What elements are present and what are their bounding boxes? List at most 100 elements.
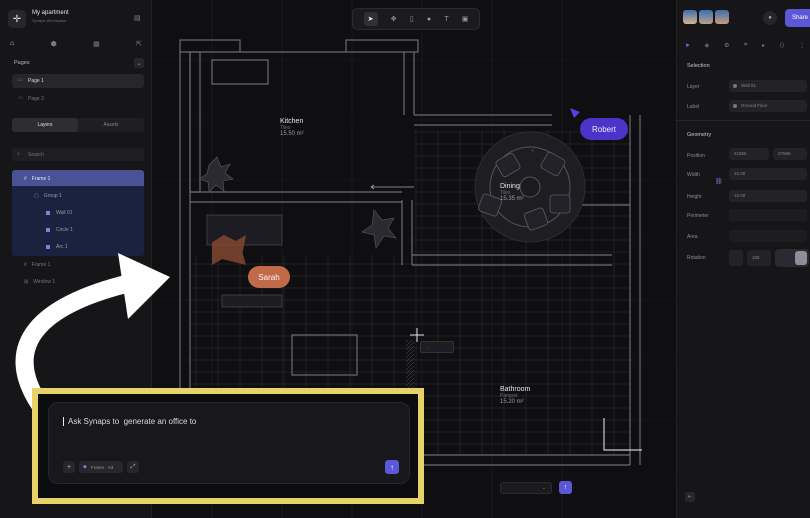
add-attachment-button[interactable]: + <box>63 461 75 473</box>
room-area: 15.20 m² <box>500 399 524 405</box>
label-value: Ground Floor <box>741 103 768 108</box>
label-field[interactable]: Ground Floor <box>729 100 807 112</box>
home-icon[interactable]: ⌂ <box>10 40 15 47</box>
canvas-tooltip: ... <box>420 341 454 353</box>
tab-layers[interactable]: Layers <box>12 118 78 132</box>
rotation-dial[interactable] <box>775 249 809 267</box>
prompt-input[interactable]: Ask Synaps to generate an office to <box>68 417 197 426</box>
text-caret <box>63 417 64 426</box>
search-input[interactable]: Search <box>28 152 44 158</box>
prototype-tab-icon[interactable]: ▸ <box>762 43 766 49</box>
cursor-tab-icon[interactable]: ➤ <box>685 43 691 49</box>
crop-tab-icon[interactable]: ⌗ <box>743 42 748 48</box>
layer-row[interactable]: Circle 1 <box>12 221 144 238</box>
pages-collapse-icon[interactable]: ⌄ <box>134 58 144 68</box>
tab-assets[interactable]: Assets <box>78 118 144 132</box>
centerpiece <box>519 176 541 198</box>
layer-label: Wall 01 <box>56 209 73 216</box>
chat-button[interactable]: ● <box>763 11 777 25</box>
panel-footer-icon[interactable]: ⇤ <box>685 492 695 502</box>
paint-tab-icon[interactable]: ◈ <box>704 43 710 49</box>
page-item-2[interactable]: ▭ Page 2 <box>12 92 144 106</box>
grid-icon[interactable]: ▦ <box>93 41 100 48</box>
layer-row[interactable]: Arc 1 <box>12 238 144 255</box>
layer-row[interactable]: Wall 01 <box>12 204 144 221</box>
area-field[interactable] <box>729 230 807 242</box>
page-label: Page 1 <box>28 78 44 84</box>
arrow-up-icon: ↑ <box>563 484 568 491</box>
more-icon[interactable]: ⋮ <box>798 43 805 49</box>
export-icon[interactable]: ⇱ <box>136 41 142 48</box>
layer-row[interactable]: # Frame 1 <box>12 170 144 187</box>
geometry-heading: Geometry <box>687 132 712 138</box>
position-y-value: 27665 <box>778 151 791 156</box>
perimeter-field[interactable] <box>729 209 807 221</box>
layer-label: Window 1 <box>33 278 56 285</box>
chevron-down-icon: ⌄ <box>541 485 546 491</box>
project-name[interactable]: My apartment <box>32 10 69 16</box>
arrow-icon <box>370 184 375 190</box>
app-menu-button[interactable]: ✛ <box>8 10 26 28</box>
panel-icon-tabs: ➤ ◈ ⚙ ⌗ ▸ ⟨⟩ ⋮ <box>685 42 805 49</box>
project-info: My apartment Synaps Workspace <box>32 10 69 23</box>
pointer-tool[interactable]: ➤ <box>363 12 378 26</box>
components-icon[interactable]: ⬢ <box>50 41 57 48</box>
dial-handle[interactable] <box>795 251 807 265</box>
upload-button[interactable]: ↑ <box>559 481 572 494</box>
expand-button[interactable]: ⤢ <box>127 461 139 473</box>
frame-tool-icon[interactable]: ▯ <box>409 16 414 23</box>
sidebar-toggle-icon[interactable]: ▤ <box>134 15 141 22</box>
share-label: Share <box>791 15 808 21</box>
width-value: 10.00 <box>734 171 746 176</box>
layer-type-icon <box>733 84 737 88</box>
area-label: Area <box>687 234 698 240</box>
room-area: 15.35 m² <box>500 196 524 202</box>
layer-row-frame-selected[interactable] <box>12 170 144 186</box>
code-tab-icon[interactable]: ⟨⟩ <box>779 43 785 49</box>
arrow-head-icon <box>118 253 170 319</box>
robert-cursor-icon <box>570 108 580 118</box>
zoom-select[interactable]: ⌄ <box>500 482 552 494</box>
collaborator-sarah: Sarah <box>248 266 290 288</box>
position-y-field[interactable]: 27665 <box>773 148 807 160</box>
share-button[interactable]: Share <box>785 9 810 27</box>
layers-assets-tabs: Layers Assets <box>12 118 144 132</box>
chat-icon: ● <box>768 15 772 21</box>
height-field[interactable]: 10.00 <box>729 190 807 202</box>
layer-field[interactable]: Wall 01 <box>729 80 807 92</box>
layer-search[interactable]: ⌕ Search <box>12 148 144 161</box>
avatar[interactable] <box>715 10 729 24</box>
settings-tab-icon[interactable]: ⚙ <box>723 43 730 49</box>
layer-row[interactable]: ▢ Group 1 <box>12 187 144 204</box>
ai-prompt-box[interactable]: Ask Synaps to generate an office to + ◆ … <box>48 402 410 484</box>
room-dining[interactable]: Dining Tiles 15.35 m² <box>500 183 524 202</box>
move-tool-icon[interactable]: ✥ <box>390 16 397 23</box>
rotation-label: Rotation <box>687 255 706 261</box>
room-kitchen[interactable]: Kitchen Tiles 15.50 m² <box>280 118 304 137</box>
room-floor-type: Parquet <box>500 393 518 399</box>
avatar[interactable] <box>699 10 713 24</box>
image-tool-icon[interactable]: ▣ <box>461 16 469 23</box>
rotation-field[interactable]: 100 <box>747 250 771 266</box>
text-tool-icon[interactable]: T <box>444 15 449 23</box>
height-value: 10.00 <box>734 193 746 198</box>
layer-label: Frame 1 <box>31 175 51 182</box>
layer-row[interactable]: ⊞ Window 1 <box>12 273 144 290</box>
avatar[interactable] <box>683 10 697 24</box>
width-field[interactable]: 10.00 <box>729 168 807 180</box>
rotation-value: 100 <box>752 255 760 260</box>
context-chip[interactable]: ◆ Frame · A3 <box>79 461 123 473</box>
page-item-1[interactable]: ▭ Page 1 <box>12 74 144 88</box>
send-button[interactable]: ↑ <box>385 460 399 474</box>
layer-row[interactable]: # Frame 1 <box>12 256 144 273</box>
circle-icon <box>46 227 50 232</box>
position-x-field[interactable]: 21556 <box>729 148 769 160</box>
link-dimensions-icon[interactable]: ⛓ <box>715 179 723 185</box>
shape-tool-icon[interactable]: ● <box>426 15 432 23</box>
room-bathroom[interactable]: Bathroom Parquet 15.20 m² <box>500 386 530 405</box>
canvas[interactable]: Kitchen Tiles 15.50 m² Dining Tiles 15.3… <box>152 0 676 518</box>
room-area: 15.50 m² <box>280 131 304 137</box>
window-icon: ⊞ <box>24 278 29 285</box>
crosshair-icon <box>410 328 424 342</box>
rotation-step-field[interactable] <box>729 250 743 266</box>
